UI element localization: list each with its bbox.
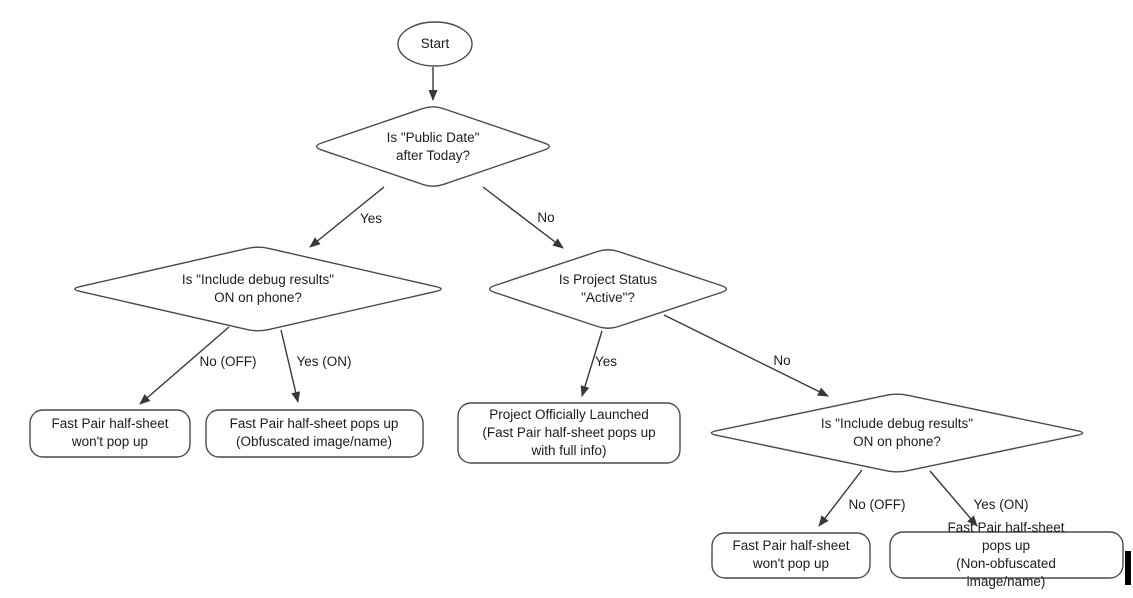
result-non-obfuscated-shape	[889, 531, 1124, 579]
result-wont-popup-right-shape	[711, 532, 871, 579]
decision-debug-left-shape	[74, 246, 442, 332]
start-node-shape	[397, 21, 473, 67]
edge-yeson-to-non-obfuscated	[929, 470, 978, 527]
edge-yes-to-debug-left	[309, 186, 385, 248]
decision-project-status-shape	[489, 249, 727, 329]
decision-debug-right-shape	[710, 393, 1084, 473]
result-obfuscated-shape	[205, 409, 424, 458]
edge-nooff-to-wont-popup-left	[139, 326, 230, 405]
result-wont-popup-left-shape	[29, 409, 191, 458]
edge-no-to-project-status	[482, 186, 564, 249]
text-cursor	[1125, 551, 1131, 585]
decision-public-date-shape	[316, 106, 550, 187]
result-launched-shape	[457, 402, 681, 464]
edge-yes-to-launched	[580, 330, 603, 397]
edge-yeson-to-obfuscated	[280, 329, 301, 403]
edge-nooff-to-wont-popup-right	[818, 469, 863, 527]
edge-no-to-debug-right	[663, 314, 829, 397]
